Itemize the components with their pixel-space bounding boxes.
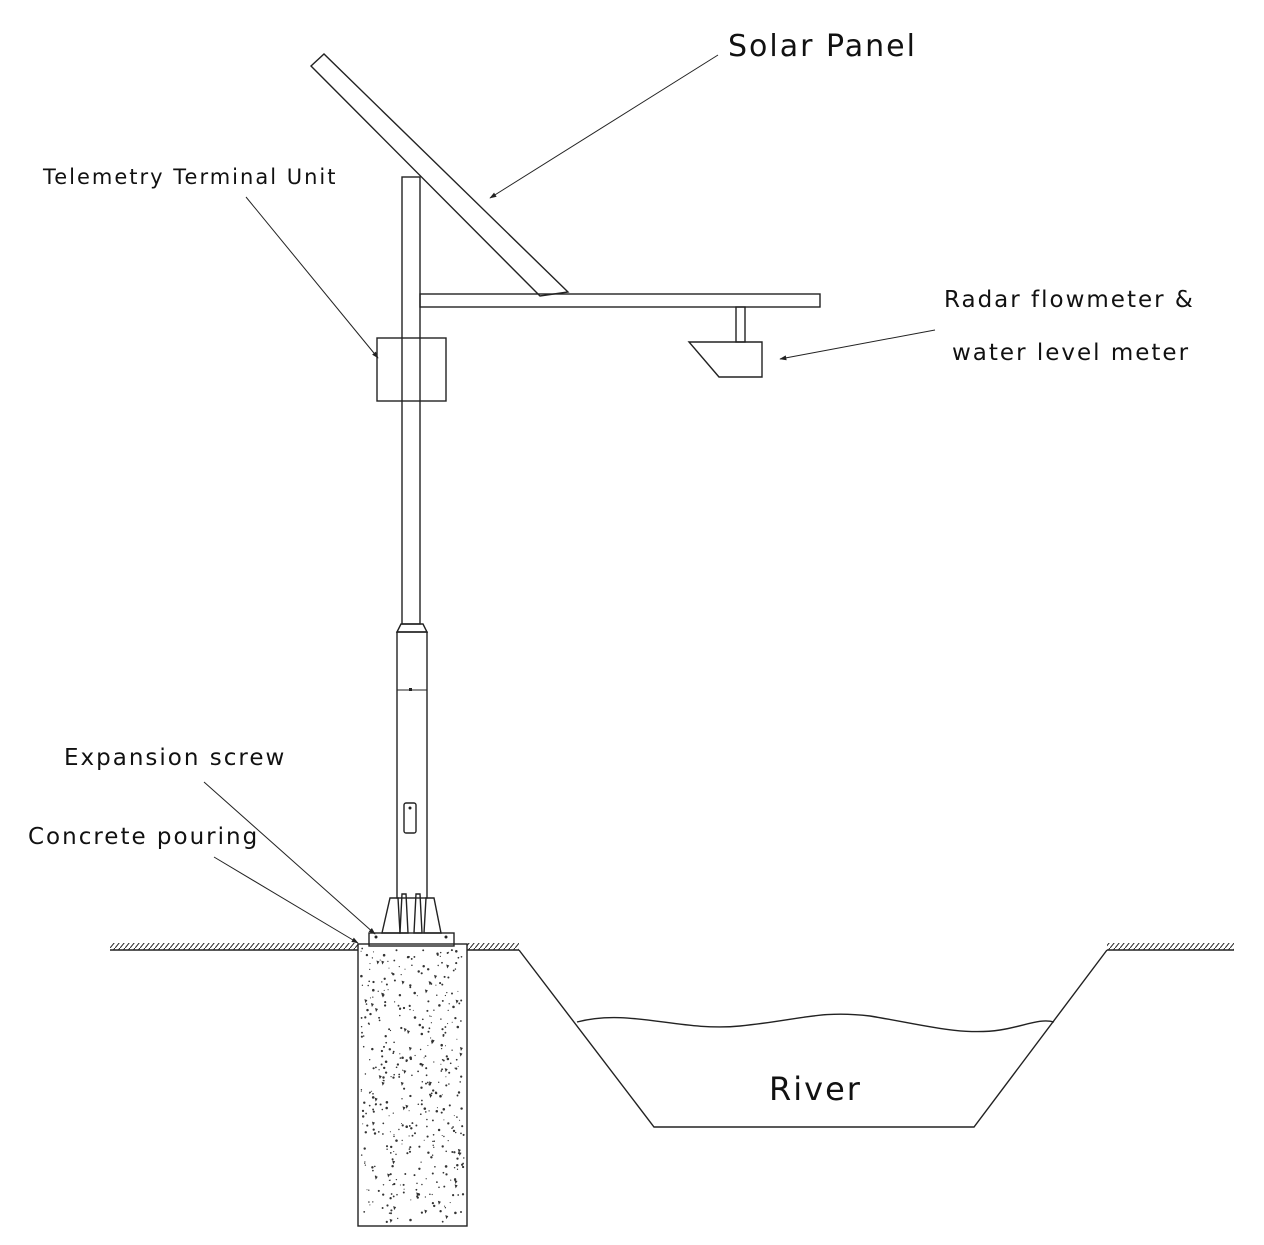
radar-label-line2: water level meter [952,340,1190,366]
ground-left [110,943,519,951]
concrete-foundation [357,943,468,1227]
cross-arm [419,293,821,308]
ground-right [1107,943,1234,951]
radar-leader [779,329,936,361]
concrete-pouring-leader [213,856,359,944]
ttu-leader [245,196,379,359]
water-surface [576,1013,1055,1033]
telemetry-terminal-unit-box [376,337,447,402]
concrete-pouring-label: Concrete pouring [28,824,259,850]
radar-sensor [687,306,763,378]
solar-panel-leader [489,54,719,199]
solar-panel [309,53,570,297]
access-door [403,802,417,834]
river-label: River [769,1070,862,1108]
telemetry-terminal-unit-label: Telemetry Terminal Unit [42,165,337,189]
expansion-screw-leader [203,781,376,935]
radar-label-line1: Radar flowmeter & [944,287,1195,313]
lower-pole [395,623,429,899]
expansion-screw-label: Expansion screw [64,745,286,771]
base-plate [368,893,455,947]
river-channel [518,949,1108,1128]
solar-panel-label: Solar Panel [728,29,917,64]
